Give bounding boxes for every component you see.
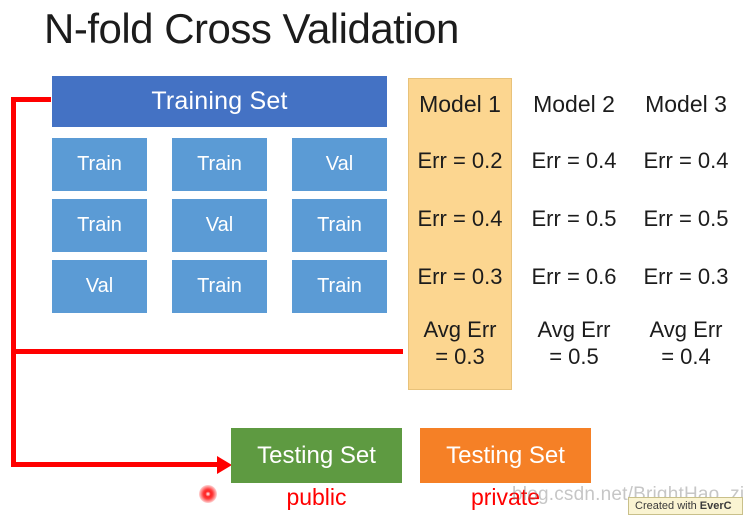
model-column-3: Model 3 Err = 0.4 Err = 0.5 Err = 0.3 Av… (634, 78, 738, 390)
testing-set-public-caption: public (286, 484, 347, 510)
evercam-badge-prefix: Created with (635, 500, 697, 512)
fold-cell: Train (52, 138, 147, 191)
testing-set-private-box: Testing Set (420, 428, 591, 483)
fold-cell: Train (172, 260, 267, 313)
connector-line-middle (11, 349, 403, 354)
model-name: Model 2 (533, 91, 615, 117)
fold-cell-label: Val (85, 275, 114, 297)
testing-set-private-caption: private (470, 484, 541, 510)
fold-cell-label: Val (205, 214, 234, 236)
fold-cell-label: Train (317, 214, 362, 236)
fold-cell: Train (172, 138, 267, 191)
model-error: Err = 0.4 (531, 148, 617, 173)
testing-set-private-label: Testing Set (446, 441, 565, 469)
fold-cell-label: Train (77, 214, 122, 236)
fold-cell: Train (292, 199, 387, 252)
model-error: Err = 0.3 (417, 264, 503, 289)
connector-line-bottom (11, 462, 221, 467)
evercam-badge-brand: EverC (699, 500, 732, 512)
connector-line-vertical (11, 97, 16, 467)
fold-cell: Val (52, 260, 147, 313)
fold-cell-label: Train (197, 153, 242, 175)
model-avg-label: Avg Err (423, 317, 497, 342)
fold-cell: Train (292, 260, 387, 313)
model-avg-value: = 0.4 (661, 344, 711, 369)
model-column-1: Model 1 Err = 0.2 Err = 0.4 Err = 0.3 Av… (408, 78, 512, 390)
fold-cell-label: Train (77, 153, 122, 175)
model-avg-error: Avg Err = 0.5 (538, 316, 611, 370)
model-error: Err = 0.4 (643, 148, 729, 173)
model-avg-value: = 0.3 (435, 344, 485, 369)
testing-set-public-label: Testing Set (257, 441, 376, 469)
testing-set-public-box: Testing Set (231, 428, 402, 483)
page-title: N-fold Cross Validation (44, 5, 459, 52)
model-error: Err = 0.4 (417, 206, 503, 231)
model-error: Err = 0.6 (531, 264, 617, 289)
model-name: Model 1 (419, 91, 501, 117)
fold-cell: Val (172, 199, 267, 252)
training-set-label: Training Set (151, 87, 288, 115)
model-error: Err = 0.5 (531, 206, 617, 231)
model-avg-value: = 0.5 (549, 344, 599, 369)
model-avg-label: Avg Err (537, 317, 611, 342)
arrow-head-icon (217, 456, 232, 474)
model-column-2: Model 2 Err = 0.4 Err = 0.5 Err = 0.6 Av… (522, 78, 626, 390)
model-1-highlight-box (408, 78, 512, 390)
fold-cell: Train (52, 199, 147, 252)
model-error: Err = 0.3 (643, 264, 729, 289)
fold-cell-label: Train (317, 275, 362, 297)
model-error: Err = 0.5 (643, 206, 729, 231)
model-avg-error: Avg Err = 0.3 (424, 316, 497, 370)
red-cursor-dot (199, 485, 217, 503)
model-avg-error: Avg Err = 0.4 (650, 316, 723, 370)
training-set-banner: Training Set (52, 76, 387, 127)
fold-cell: Val (292, 138, 387, 191)
model-name: Model 3 (645, 91, 727, 117)
model-error: Err = 0.2 (417, 148, 503, 173)
fold-cell-label: Val (325, 153, 354, 175)
fold-cell-label: Train (197, 275, 242, 297)
connector-line-top (11, 97, 51, 102)
model-avg-label: Avg Err (649, 317, 723, 342)
